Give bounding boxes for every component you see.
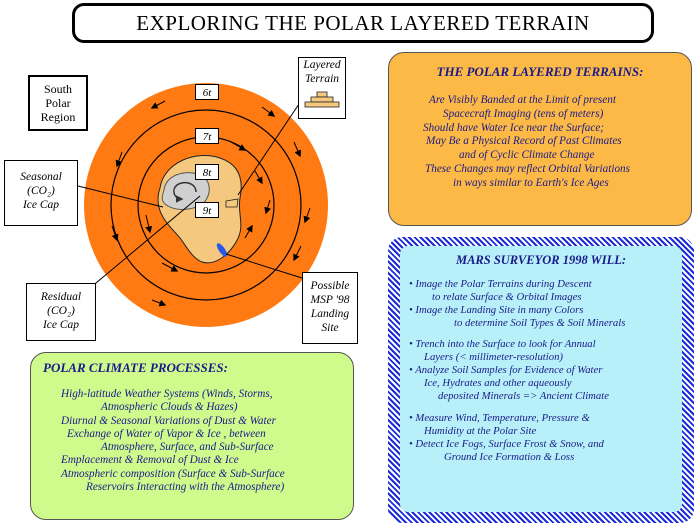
residual-cap bbox=[161, 172, 210, 210]
mars-surveyor-text: • Image the Polar Terrains during Descen… bbox=[400, 278, 682, 464]
panel-line: Humidity at the Polar Site bbox=[424, 425, 537, 437]
region-line: South bbox=[43, 82, 72, 96]
panel-line: deposited Minerals => Ancient Climate bbox=[438, 390, 609, 402]
layered-leader bbox=[237, 94, 306, 196]
panel-line: • Image the Landing Site in many Colors bbox=[409, 304, 584, 316]
panel-line: High-latitude Weather Systems (Winds, St… bbox=[61, 388, 273, 400]
panel-line: Exchange of Water of Vapor & Ice , betwe… bbox=[67, 427, 266, 440]
seasonal-line: (CO₂) bbox=[27, 185, 55, 197]
panel-line: Atmospheric composition (Surface & Sub-S… bbox=[61, 467, 285, 480]
panel-line: to determine Soil Types & Soil Minerals bbox=[454, 317, 626, 329]
residual-line: Residual bbox=[40, 291, 82, 303]
panel-line: Should have Water Ice near the Surface; bbox=[423, 121, 605, 134]
page-title: EXPLORING THE POLAR LAYERED TERRAIN bbox=[72, 3, 654, 43]
panel-line: • Image the Polar Terrains during Descen… bbox=[409, 278, 592, 290]
ring-7t bbox=[110, 109, 302, 301]
layered-terrain-label: Layered Terrain bbox=[298, 57, 346, 119]
page-title-text: EXPLORING THE POLAR LAYERED TERRAIN bbox=[136, 10, 590, 35]
landing-line: MSP '98 bbox=[310, 294, 350, 306]
panel-line: • Analyze Soil Samples for Evidence of W… bbox=[409, 364, 603, 376]
panel-line: Ice, Hydrates and other aqueously bbox=[424, 377, 572, 389]
layered-patch bbox=[225, 198, 239, 208]
ring-label-6t: 6t bbox=[195, 84, 219, 100]
seasonal-leader bbox=[77, 185, 164, 208]
south-polar-region-label: South Polar Region bbox=[28, 75, 88, 131]
residual-leader bbox=[89, 195, 201, 289]
panel-spacer bbox=[400, 330, 682, 338]
residual-line: Ice Cap bbox=[42, 319, 80, 331]
residual-ice-cap-label: Residual (CO₂) Ice Cap bbox=[26, 283, 96, 341]
polar-climate-panel: POLAR CLIMATE PROCESSES: High-latitude W… bbox=[30, 352, 354, 520]
landing-line: Site bbox=[321, 322, 339, 334]
layered-terrains-heading: THE POLAR LAYERED TERRAINS: bbox=[436, 64, 644, 79]
layered-terrains-text: Are Visibly Banded at the Limit of prese… bbox=[389, 94, 691, 191]
panel-line: Diurnal & Seasonal Variations of Dust & … bbox=[61, 414, 276, 427]
panel-line: Layers (< millimeter-resolution) bbox=[424, 351, 563, 363]
residual-line: (CO₂) bbox=[47, 305, 75, 317]
seasonal-ice-cap-label: Seasonal (CO₂) Ice Cap bbox=[4, 160, 78, 226]
panel-spacer bbox=[400, 403, 682, 412]
ring-label-8t: 8t bbox=[195, 164, 219, 180]
layered-terrain-line: Terrain bbox=[304, 73, 340, 85]
ring-label-7t: 7t bbox=[195, 128, 219, 144]
panel-line: • Detect Ice Fogs, Surface Frost & Snow,… bbox=[409, 438, 604, 450]
landing-leader bbox=[225, 253, 303, 279]
panel-line: Reservoirs Interacting with the Atmosphe… bbox=[86, 481, 285, 494]
panel-line: • Trench into the Surface to look for An… bbox=[409, 338, 596, 350]
layered-stack-icon bbox=[304, 91, 340, 108]
seasonal-line: Ice Cap bbox=[22, 199, 60, 211]
seasonal-line: Seasonal bbox=[20, 171, 62, 183]
panel-line: to relate Surface & Orbital Images bbox=[432, 291, 582, 303]
panel-line: • Measure Wind, Temperature, Pressure & bbox=[409, 412, 590, 424]
panel-line: These Changes may reflect Orbital Variat… bbox=[425, 162, 630, 175]
panel-line: Emplacement & Removal of Dust & Ice bbox=[61, 454, 239, 467]
polar-climate-text: High-latitude Weather Systems (Winds, St… bbox=[31, 388, 353, 494]
region-line: Polar bbox=[45, 96, 71, 110]
panel-line: Spacecraft Imaging (tens of meters) bbox=[443, 107, 604, 120]
panel-line: Atmospheric Clouds & Hazes) bbox=[101, 401, 238, 414]
panel-line: Ground Ice Formation & Loss bbox=[444, 451, 575, 463]
panel-line: and of Cyclic Climate Change bbox=[459, 149, 595, 162]
landing-site-marker bbox=[216, 243, 228, 257]
layered-terrain-line: Layered bbox=[303, 59, 341, 71]
region-line: Region bbox=[40, 110, 76, 124]
landing-site-label: Possible MSP '98 Landing Site bbox=[302, 272, 358, 344]
panel-line: Atmosphere, Surface, and Sub-Surface bbox=[101, 441, 274, 454]
panel-line: Are Visibly Banded at the Limit of prese… bbox=[429, 94, 616, 106]
panel-line: in ways similar to Earth's Ice Ages bbox=[453, 176, 609, 189]
layered-terrains-panel: THE POLAR LAYERED TERRAINS: Are Visibly … bbox=[388, 52, 692, 226]
panel-line: May Be a Physical Record of Past Climate… bbox=[426, 135, 622, 148]
polar-climate-heading: POLAR CLIMATE PROCESSES: bbox=[43, 360, 228, 375]
mars-surveyor-panel: MARS SURVEYOR 1998 WILL: • Image the Pol… bbox=[400, 246, 682, 512]
cap-swirl bbox=[173, 181, 197, 203]
ring-label-9t: 9t bbox=[195, 202, 219, 218]
landing-line: Landing bbox=[310, 308, 350, 320]
landing-line: Possible bbox=[310, 280, 350, 292]
mars-surveyor-heading: MARS SURVEYOR 1998 WILL: bbox=[455, 253, 627, 267]
